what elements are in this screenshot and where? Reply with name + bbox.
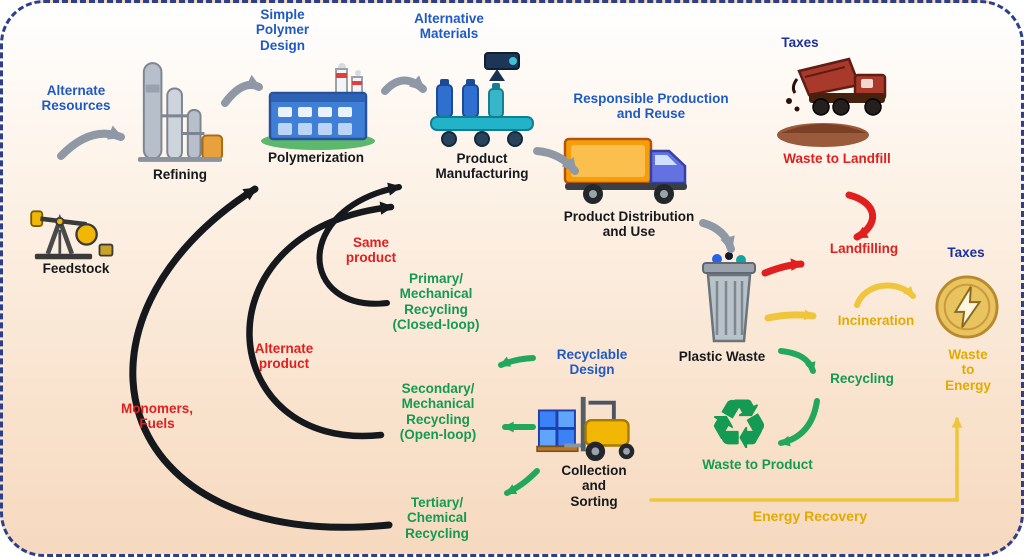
label-simple-polymer-design: Simple Polymer Design	[255, 7, 310, 53]
label-tertiary-recycling: Tertiary/ Chemical Recycling	[405, 495, 469, 541]
label-primary-recycling: Primary/ Mechanical Recycling (Closed-lo…	[392, 271, 480, 333]
delivery-truck-icon	[561, 131, 693, 212]
label-taxes-energy: Taxes	[947, 245, 985, 260]
label-landfilling: Landfilling	[829, 241, 899, 256]
label-product-distribution: Product Distribution and Use	[563, 209, 695, 240]
label-waste-to-product: Waste to Product	[702, 457, 813, 472]
polymerization-factory-icon	[258, 63, 378, 156]
label-recyclable-design: Recyclable Design	[556, 347, 628, 378]
oil-pumpjack-icon	[28, 191, 123, 268]
recycle-glyph: ♻	[709, 387, 769, 461]
label-secondary-recycling: Secondary/ Mechanical Recycling (Open-lo…	[399, 381, 477, 443]
label-recycling: Recycling	[830, 371, 894, 386]
label-alternative-materials: Alternative Materials	[414, 11, 484, 42]
energy-coin-icon	[935, 275, 999, 344]
label-feedstock: Feedstock	[42, 261, 110, 276]
label-incineration: Incineration	[837, 313, 915, 328]
arrow-incineration-swoosh	[854, 282, 916, 308]
label-same-product: Same product	[345, 235, 397, 266]
label-collection-sorting: Collection and Sorting	[561, 463, 627, 509]
arrow-sorting-to-tertiary	[504, 468, 540, 496]
forklift-sorting-icon	[535, 391, 647, 468]
refinery-icon	[136, 55, 224, 172]
label-taxes-landfill: Taxes	[781, 35, 819, 50]
arrow-resources-to-refining	[57, 125, 125, 160]
label-responsible-production: Responsible Production and Reuse	[573, 91, 729, 122]
label-alternate-product: Alternate product	[254, 341, 314, 372]
arrow-waste-to-incineration	[764, 309, 817, 322]
recycle-symbol-icon: ♻	[703, 389, 775, 461]
label-plastic-waste: Plastic Waste	[678, 349, 766, 364]
label-waste-to-landfill: Waste to Landfill	[783, 151, 891, 166]
label-product-manufacturing: Product Manufacturing	[435, 151, 529, 182]
label-monomers-fuels: Monomers, Fuels	[120, 401, 193, 432]
label-energy-recovery: Energy Recovery	[752, 508, 868, 524]
label-refining: Refining	[153, 167, 207, 182]
arrow-recycling-to-waste-to-product	[778, 398, 820, 447]
arrow-sorting-to-primary	[498, 355, 536, 368]
arrow-waste-to-landfilling	[761, 258, 805, 277]
arrow-waste-to-recycling	[778, 348, 816, 374]
arrow-landfill-truck-to-landfilling	[845, 191, 877, 241]
trash-bin-icon	[695, 249, 763, 352]
label-polymerization: Polymerization	[267, 150, 365, 165]
bottle-production-line-icon	[427, 51, 537, 156]
dump-truck-landfill-icon	[775, 49, 897, 154]
arrow-polymerization-to-manufacturing	[381, 75, 427, 95]
arrow-refining-to-polymerization	[221, 74, 263, 107]
label-alternate-resources: Alternate Resources	[41, 83, 111, 114]
label-waste-to-energy: Waste to Energy	[945, 347, 991, 393]
